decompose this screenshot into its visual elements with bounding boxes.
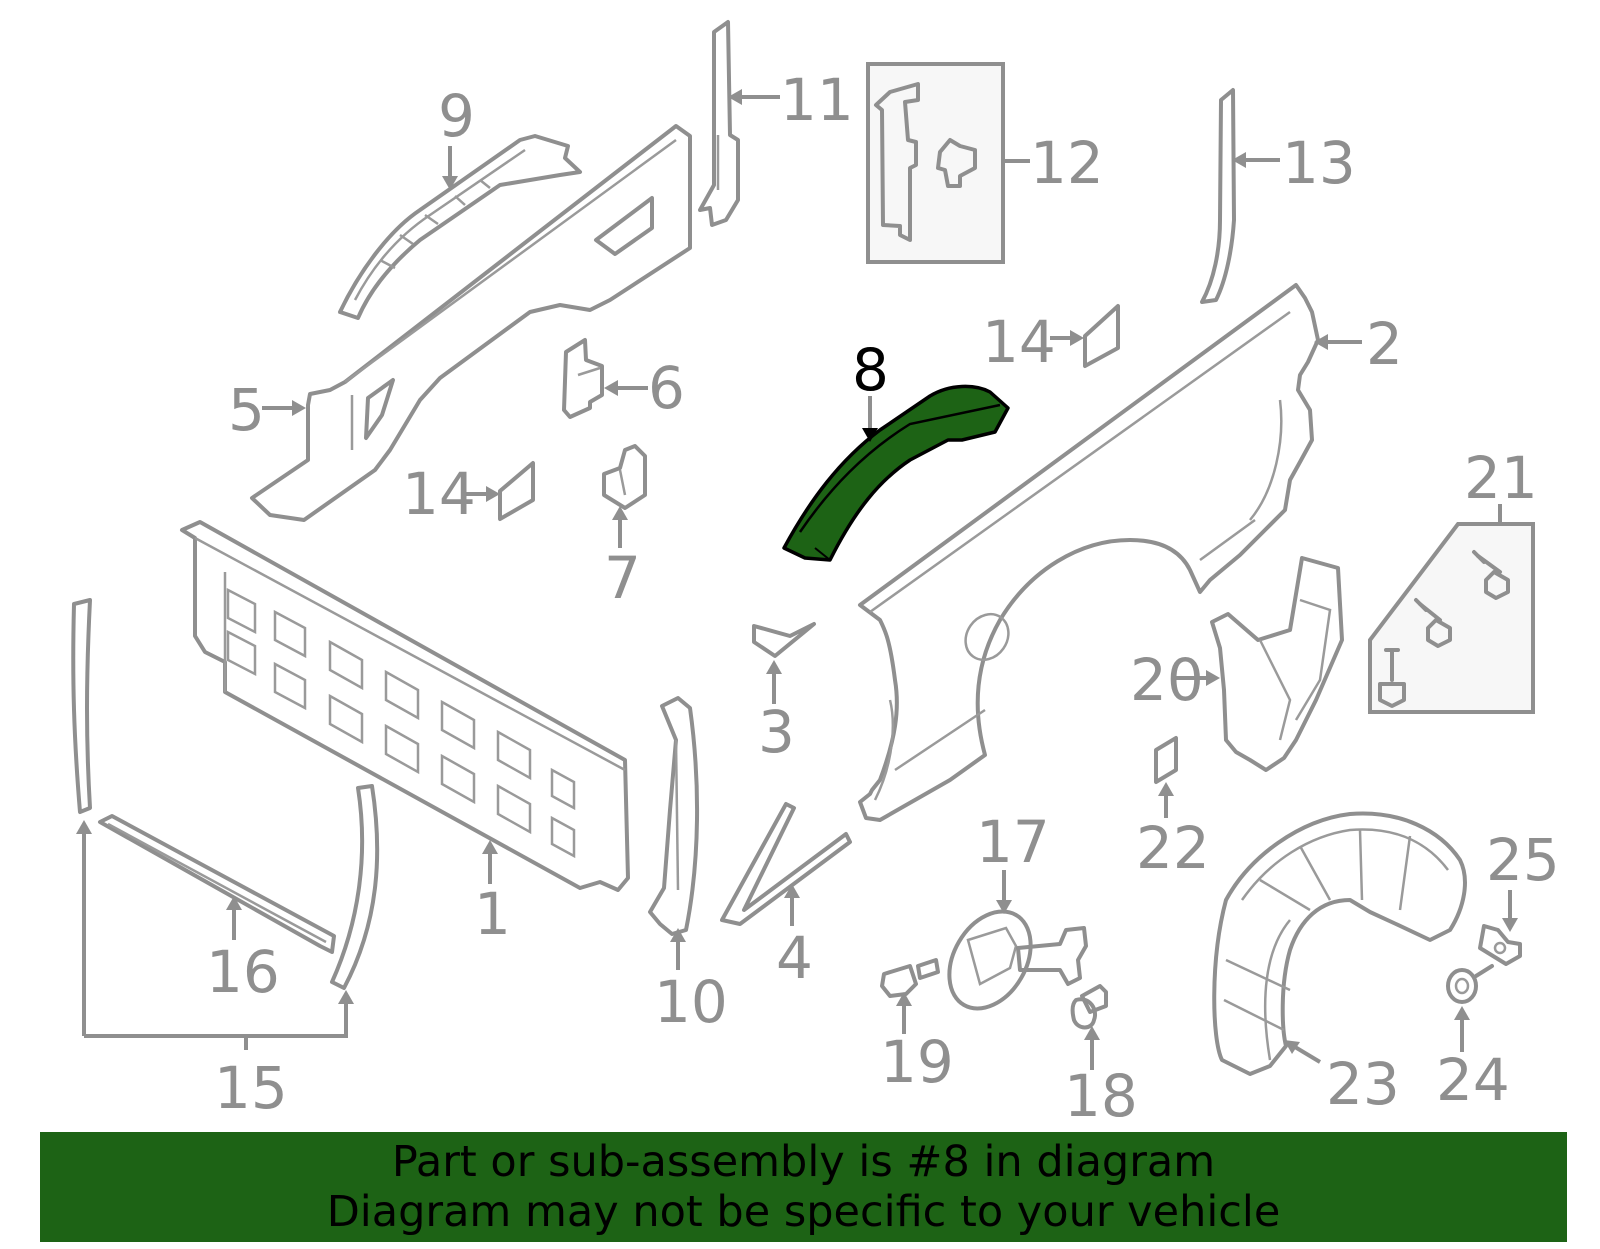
part-9-wheelhouse-reinforcement[interactable] — [338, 134, 582, 320]
part-15-right-strip[interactable] — [330, 784, 380, 990]
callout-15[interactable]: 15 — [214, 1054, 288, 1122]
callout-7[interactable]: 7 — [604, 544, 641, 612]
part-5-inner-panel[interactable] — [250, 124, 692, 522]
callout-8[interactable]: 8 — [852, 336, 889, 404]
callout-22[interactable]: 22 — [1136, 814, 1210, 882]
callout-14-lower[interactable]: 14 — [402, 460, 476, 528]
callout-1[interactable]: 1 — [474, 880, 511, 948]
info-banner: Part or sub-assembly is #8 in diagram Di… — [40, 1132, 1567, 1242]
callout-17[interactable]: 17 — [976, 808, 1050, 876]
part-12-bracket-kit[interactable] — [866, 62, 1005, 264]
callout-3[interactable]: 3 — [758, 698, 795, 766]
callout-18[interactable]: 18 — [1064, 1062, 1138, 1130]
part-1-tailgate-panel[interactable] — [180, 520, 630, 892]
part-3-bracket[interactable] — [752, 622, 816, 658]
callout-21[interactable]: 21 — [1464, 444, 1538, 512]
callout-6[interactable]: 6 — [648, 354, 685, 422]
callout-25[interactable]: 25 — [1486, 826, 1560, 894]
part-10-pillar[interactable] — [648, 696, 700, 936]
part-13-pillar-seal[interactable] — [1200, 88, 1236, 304]
part-14-patch-upper[interactable] — [1083, 304, 1120, 368]
part-14-patch-lower[interactable] — [498, 461, 535, 521]
callout-16[interactable]: 16 — [206, 938, 280, 1006]
part-24-push-pin[interactable] — [1446, 964, 1494, 1004]
callout-19[interactable]: 19 — [880, 1028, 954, 1096]
part-4-brace[interactable] — [720, 802, 852, 926]
part-7-bracket[interactable] — [602, 444, 647, 510]
leader-lines — [76, 89, 1518, 1070]
part-17-fuel-door[interactable] — [933, 897, 1088, 1023]
callout-labels: 9 11 12 13 2 14 8 6 5 14 7 3 20 21 22 17… — [206, 66, 1560, 1130]
callout-20[interactable]: 20 — [1130, 646, 1204, 714]
part-11-pillar-strip[interactable] — [698, 20, 740, 227]
callout-23[interactable]: 23 — [1326, 1050, 1400, 1118]
part-8-wheel-arch-piece[interactable] — [782, 384, 1010, 562]
part-23-fender-liner[interactable] — [1212, 811, 1467, 1076]
banner-line-disclaimer: Diagram may not be specific to your vehi… — [326, 1187, 1281, 1237]
callout-13[interactable]: 13 — [1282, 129, 1356, 197]
callout-5[interactable]: 5 — [228, 376, 265, 444]
callout-11[interactable]: 11 — [780, 66, 854, 134]
callout-2[interactable]: 2 — [1366, 310, 1403, 378]
part-22-patch[interactable] — [1154, 736, 1178, 784]
part-2-quarter-panel[interactable] — [858, 283, 1320, 822]
callout-12[interactable]: 12 — [1030, 129, 1104, 197]
part-25-clip[interactable] — [1478, 924, 1522, 966]
part-16-sill-strip[interactable] — [98, 814, 336, 954]
callout-14-upper[interactable]: 14 — [982, 308, 1056, 376]
part-6-bracket[interactable] — [562, 338, 604, 419]
part-21-bolt-kit[interactable] — [1368, 522, 1535, 714]
part-18-grommet[interactable] — [1070, 984, 1108, 1030]
callout-24[interactable]: 24 — [1436, 1046, 1510, 1114]
part-19-bolt[interactable] — [880, 958, 940, 998]
part-15-left-strip[interactable] — [71, 598, 92, 814]
callout-9[interactable]: 9 — [438, 82, 475, 150]
callout-4[interactable]: 4 — [776, 924, 813, 992]
callout-10[interactable]: 10 — [654, 968, 728, 1036]
part-20-liner-bracket[interactable] — [1210, 556, 1344, 772]
banner-line-part-number: Part or sub-assembly is #8 in diagram — [391, 1137, 1216, 1187]
